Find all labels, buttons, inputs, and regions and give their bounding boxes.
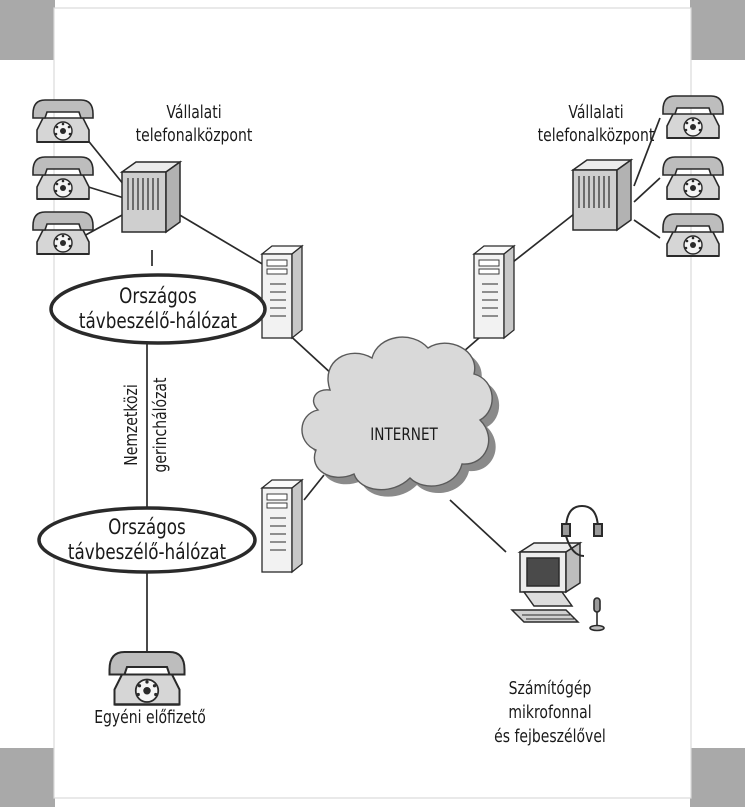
national-network-top-label-line2: távbeszélő-hálózat <box>79 309 237 333</box>
computer-icon <box>510 541 583 623</box>
telephone-icon <box>32 211 94 255</box>
server-icon <box>261 479 303 573</box>
backbone-label-line1: Nemzetközi <box>120 384 141 465</box>
computer-label-line2: mikrofonnal <box>508 701 591 722</box>
connection-lines <box>81 117 661 652</box>
national-network-bottom-label-line2: távbeszélő-hálózat <box>68 540 226 564</box>
pbx-switch-icon <box>572 159 632 231</box>
server-icon <box>261 245 303 339</box>
pbx-right-label-line1: Vállalati <box>568 101 623 122</box>
computer-label-line1: Számítógép <box>509 677 592 698</box>
corner-shade-top-left <box>0 0 55 60</box>
pbx-left-label-line2: telefonalközpont <box>136 124 253 145</box>
pbx-left-label-line1: Vállalati <box>166 101 221 122</box>
pbx-right-label-line2: telefonalközpont <box>538 124 655 145</box>
telephone-icon <box>662 156 724 200</box>
server-icon <box>473 245 515 339</box>
corner-shade-bottom-left <box>0 748 55 807</box>
national-network-top-ellipse <box>49 273 267 345</box>
computer-label-line3: és fejbeszélővel <box>494 725 606 746</box>
national-network-bottom-label-line1: Országos <box>108 515 186 539</box>
subscriber-label: Egyéni előfizető <box>94 706 206 727</box>
telephone-icon <box>108 650 186 706</box>
telephone-icon <box>662 95 724 139</box>
national-network-top-label-line1: Országos <box>119 284 197 308</box>
backbone-label-line2: gerinchálózat <box>149 378 170 473</box>
telephone-icon <box>32 99 94 143</box>
internet-label: INTERNET <box>370 425 438 445</box>
telephone-icon <box>662 213 724 257</box>
pbx-switch-icon <box>121 161 181 233</box>
headset-icon <box>561 504 603 557</box>
national-network-bottom-ellipse <box>37 506 257 574</box>
telephone-icon <box>32 156 94 200</box>
corner-shade-bottom-right <box>690 748 745 807</box>
microphone-icon <box>589 597 605 632</box>
corner-shade-top-right <box>690 0 745 60</box>
cloud-icon <box>301 336 500 497</box>
